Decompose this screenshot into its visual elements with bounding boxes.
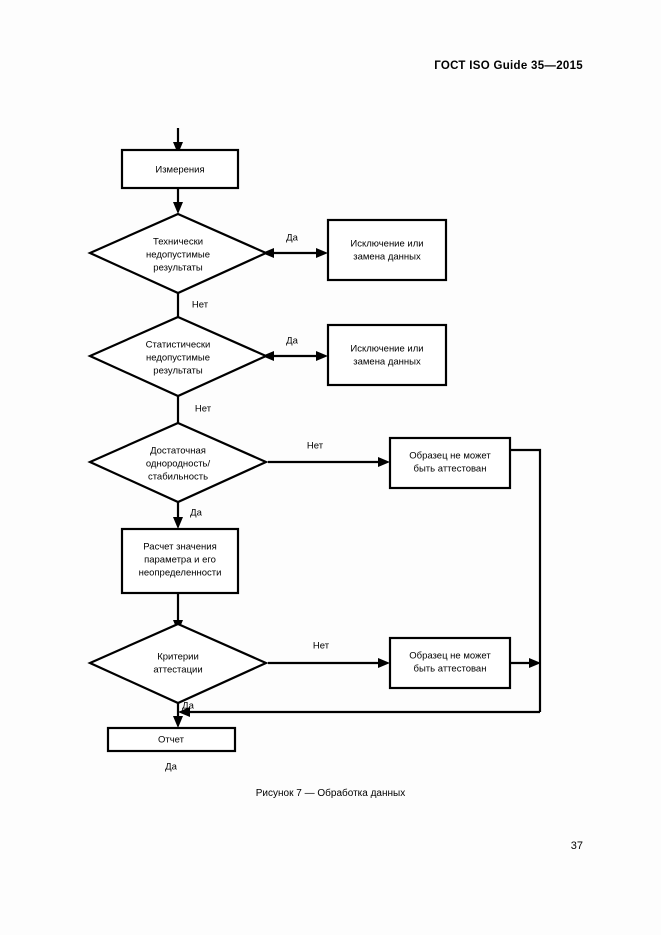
edge-label-report-below: Да [165,762,177,773]
node-homogeneity-line2: однородность/ [146,459,211,470]
edge-label-homogeneity-no: Нет [307,441,324,452]
connector-notcertified2-to-rail [510,658,541,668]
node-technical-invalid-line1: Технически [153,237,203,248]
node-statistical-invalid[interactable]: Статистически недопустимые результаты [87,315,269,398]
connector-rail-to-report [178,707,540,717]
edge-label-criteria-no: Нет [313,641,330,652]
edge-label-technical-yes: Да [286,233,298,244]
node-technical-invalid-line3: результаты [153,263,203,274]
edge-label-homogeneity-yes: Да [190,508,202,519]
connector-measurements-to-technical [173,188,183,214]
node-statistical-invalid-line1: Статистически [146,340,211,351]
node-exclude-replace-2-line1: Исключение или [350,344,423,355]
node-exclude-replace-1-line1: Исключение или [350,239,423,250]
figure-caption: Рисунок 7 — Обработка данных [255,788,406,799]
node-homogeneity-line3: стабильность [148,472,208,483]
node-criteria-line2: аттестации [153,665,202,676]
node-exclude-replace-1[interactable]: Исключение или замена данных [326,218,448,282]
node-criteria[interactable]: Критерии аттестации [87,622,269,705]
node-criteria-line1: Критерии [157,652,199,663]
node-calculation-line3: неопределенности [139,568,222,579]
node-not-certified-1[interactable]: Образец не может быть аттестован [388,436,512,490]
node-not-certified-1-line2: быть аттестован [414,464,487,475]
node-exclude-replace-2-line2: замена данных [353,357,421,368]
edge-label-criteria-yes: Да [182,701,194,712]
node-not-certified-2[interactable]: Образец не может быть аттестован [388,636,512,690]
page-number: 37 [570,840,583,852]
node-calculation-line2: параметра и его [144,555,216,566]
flowchart-svg: Измерения Технически недопустимые резуль… [87,128,542,773]
connector-notcertified1-right-rail [510,448,542,712]
node-calculation[interactable]: Расчет значения параметра и его неопреде… [120,527,240,595]
node-report[interactable]: Отчет [106,726,237,753]
connector-statistical-to-exclude2 [262,351,328,361]
node-statistical-invalid-line3: результаты [153,366,203,377]
node-technical-invalid[interactable]: Технически недопустимые результаты [87,212,269,295]
node-measurements[interactable]: Измерения [120,148,240,190]
node-exclude-replace-1-line2: замена данных [353,252,421,263]
connector-technical-to-exclude1 [262,248,328,258]
node-calculation-line1: Расчет значения [143,542,216,553]
node-not-certified-1-line1: Образец не может [409,451,491,462]
node-not-certified-2-line2: быть аттестован [414,664,487,675]
connector-criteria-no-to-notcertified2 [268,658,390,668]
edge-label-statistical-no: Нет [195,404,212,415]
node-statistical-invalid-line2: недопустимые [146,353,210,364]
node-technical-invalid-line2: недопустимые [146,250,210,261]
node-not-certified-2-line1: Образец не может [409,651,491,662]
figure-data-processing: Измерения Технически недопустимые резуль… [0,110,661,790]
node-measurements-label: Измерения [155,165,204,176]
connector-homogeneity-no-to-notcertified1 [268,457,390,467]
node-exclude-replace-2[interactable]: Исключение или замена данных [326,323,448,387]
edge-label-statistical-yes: Да [286,336,298,347]
connector-entry [173,128,183,154]
standard-header: ГОСТ ISO Guide 35—2015 [434,60,583,72]
node-report-label: Отчет [158,735,185,746]
node-homogeneity[interactable]: Достаточная однородность/ стабильность [87,421,269,504]
connector-homogeneity-yes-to-calculation [173,502,183,529]
node-homogeneity-line1: Достаточная [150,446,206,457]
edge-label-technical-no: Нет [192,300,209,311]
